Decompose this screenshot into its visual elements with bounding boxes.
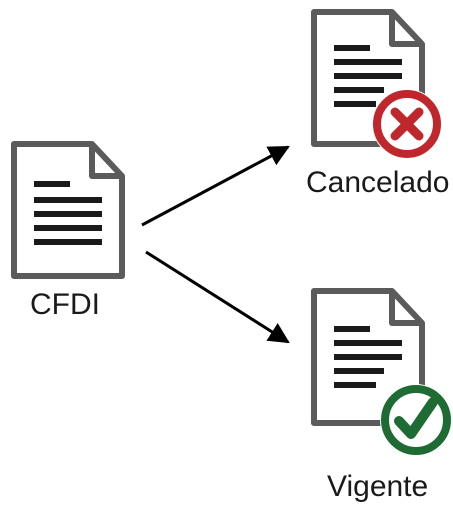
arrow-to-vigente	[145, 250, 290, 344]
cfdi-label: CFDI	[30, 288, 100, 321]
cfdi-document-icon	[11, 141, 125, 279]
x-circle-icon	[372, 89, 442, 159]
vigente-document-icon	[311, 288, 425, 426]
cancelado-label: Cancelado	[306, 166, 450, 199]
arrow-to-cancelado	[141, 145, 290, 227]
check-circle-icon	[380, 384, 452, 456]
vigente-label: Vigente	[327, 470, 429, 503]
